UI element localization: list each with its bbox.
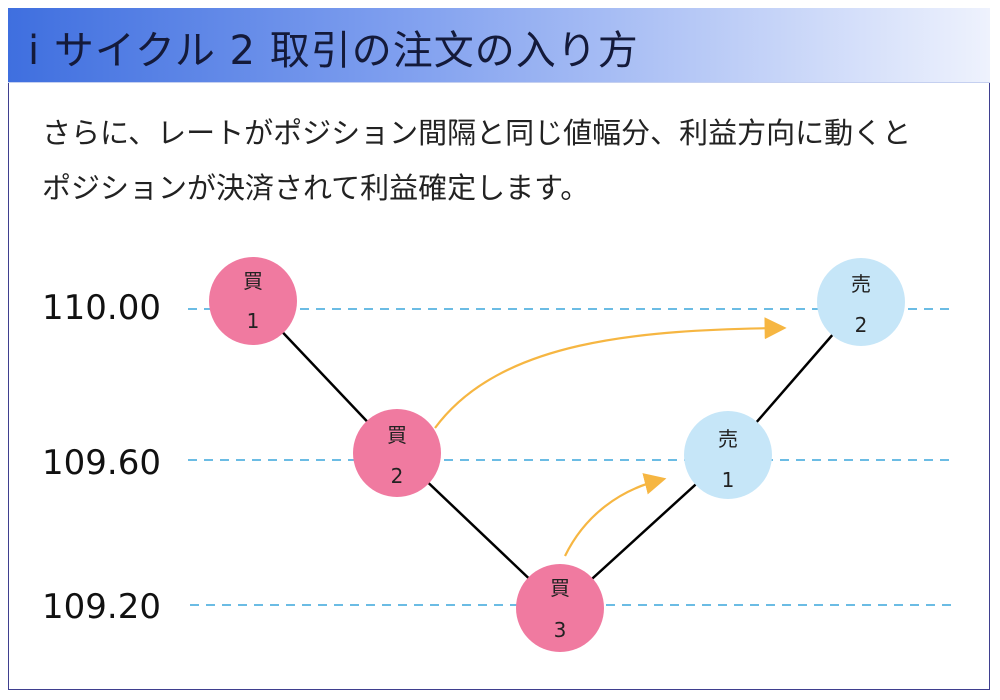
sell-node-2: 売 2 — [817, 258, 905, 346]
buy-node-2: 買 2 — [353, 409, 441, 497]
buy-node-3-kind: 買 — [550, 576, 570, 600]
arrow-buy2-to-sell2 — [434, 317, 787, 429]
sell-node-2-num: 2 — [855, 313, 868, 337]
diagram-frame — [8, 8, 990, 690]
buy-node-2-num: 2 — [391, 464, 404, 488]
description-line-2: ポジションが決済されて利益確定します。 — [42, 171, 590, 205]
sell-node-1-num: 1 — [722, 468, 735, 492]
sell-node-2-kind: 売 — [851, 272, 871, 296]
buy-node-3: 買 3 — [516, 564, 604, 652]
price-label-110-00: 110.00 — [42, 288, 161, 328]
price-label-109-20: 109.20 — [42, 587, 161, 627]
description-line-1: さらに、レートがポジション間隔と同じ値幅分、利益方向に動くと — [42, 116, 912, 150]
buy-node-1-kind: 買 — [243, 269, 263, 293]
buy-node-1-num: 1 — [247, 309, 260, 333]
arrow-buy3-to-sell1 — [564, 473, 667, 557]
title-bar: i サイクル 2 取引の注文の入り方 — [8, 8, 990, 83]
buy-node-2-kind: 買 — [387, 423, 407, 447]
page-title: i サイクル 2 取引の注文の入り方 — [28, 28, 639, 74]
buy-node-1: 買 1 — [209, 257, 297, 345]
price-label-109-60: 109.60 — [42, 443, 161, 483]
sell-node-1: 売 1 — [684, 411, 772, 499]
sell-node-1-kind: 売 — [718, 427, 738, 451]
buy-node-3-num: 3 — [554, 618, 567, 642]
